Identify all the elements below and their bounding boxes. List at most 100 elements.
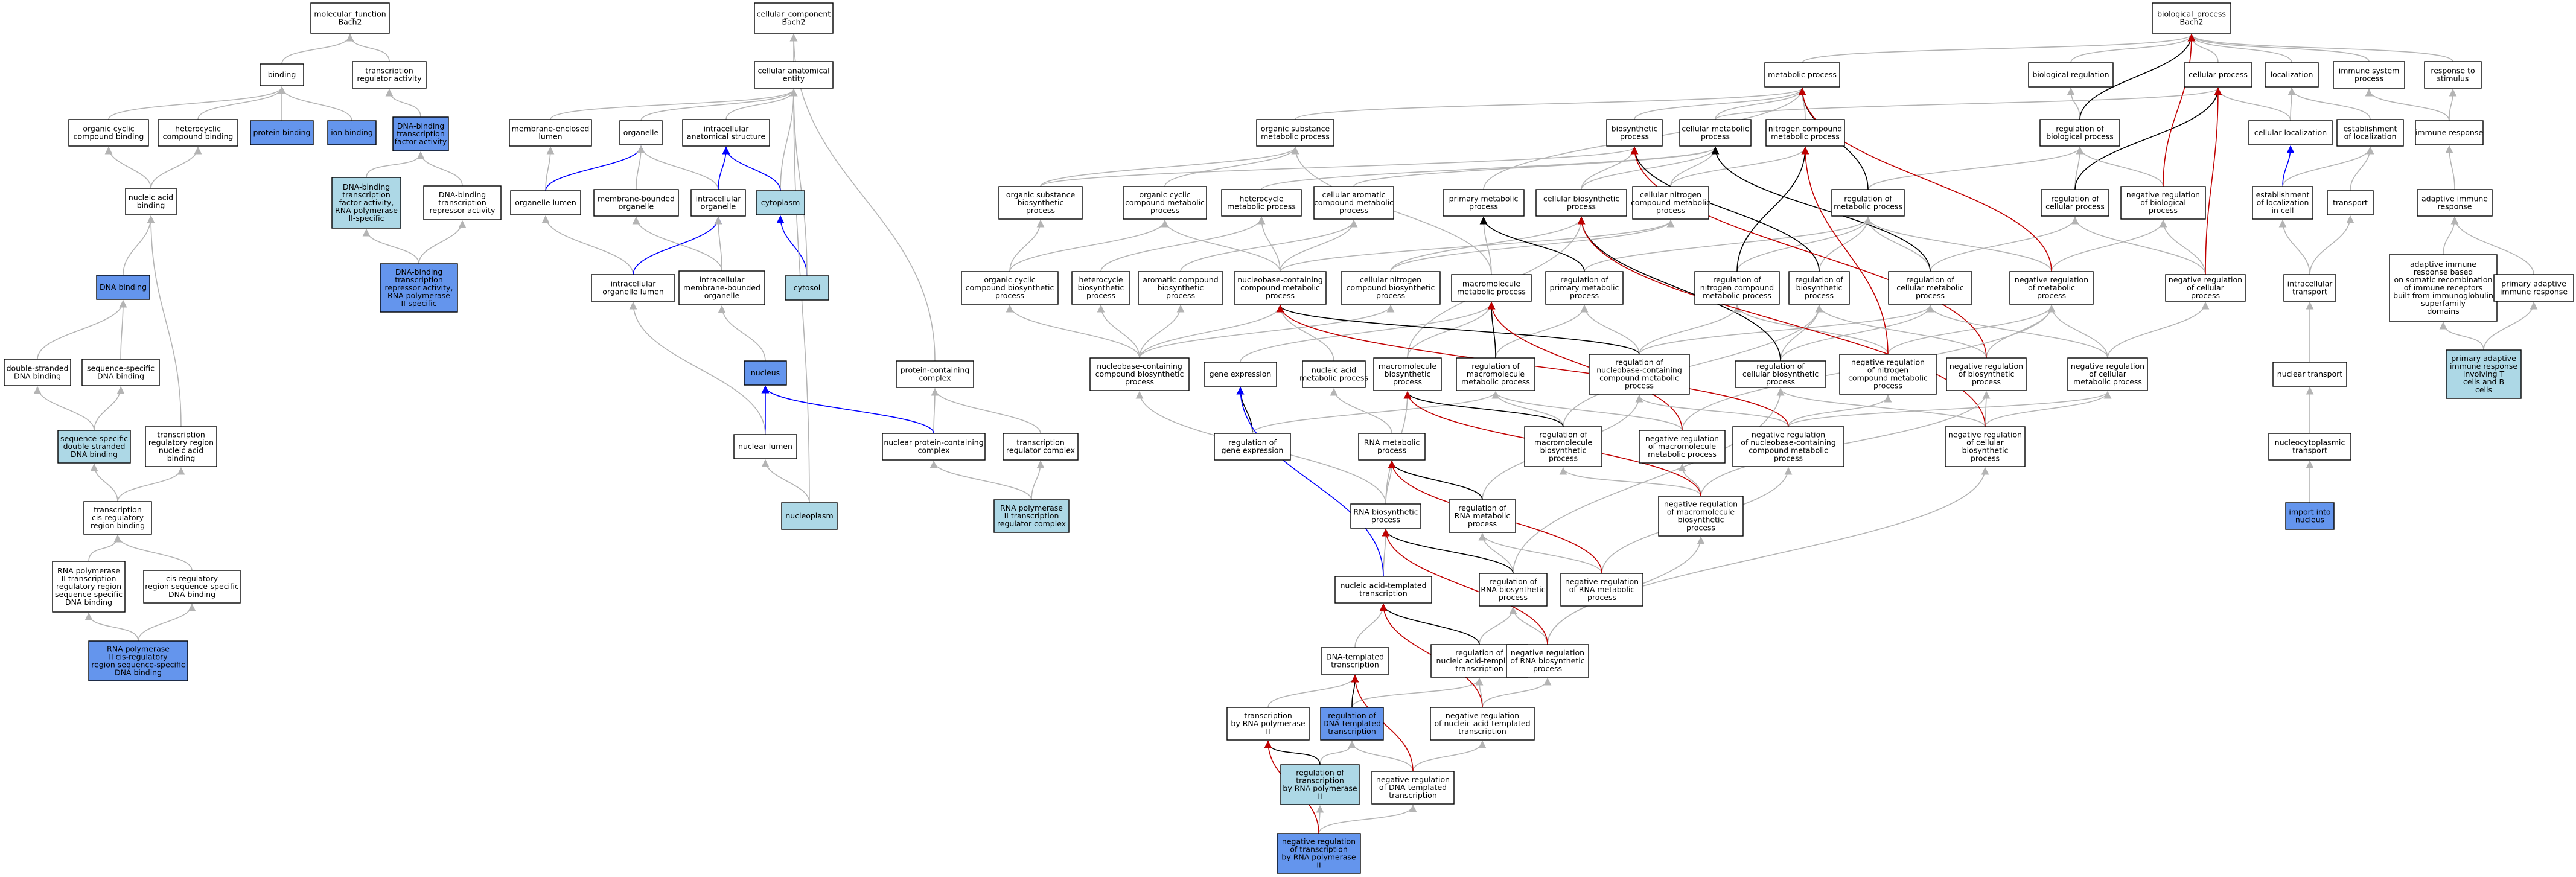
- node-npl[interactable]: nucleoplasm: [781, 502, 838, 530]
- node-trans[interactable]: transport: [2327, 190, 2374, 215]
- node-cyto[interactable]: cytoplasm: [756, 190, 805, 215]
- node-ge[interactable]: gene expression: [1204, 362, 1277, 387]
- node-dnab[interactable]: DNA binding: [96, 275, 150, 300]
- node-orgl[interactable]: organelle lumen: [510, 190, 581, 215]
- node-org[interactable]: organelle: [619, 120, 663, 145]
- node-cp[interactable]: cellular process: [2184, 62, 2252, 88]
- node-bind[interactable]: binding: [260, 63, 304, 86]
- node-nl[interactable]: nuclear lumen: [733, 434, 797, 459]
- node-mp[interactable]: metabolic process: [1764, 62, 1840, 88]
- node-breg[interactable]: biological regulation: [2028, 62, 2114, 88]
- node-cl[interactable]: cellular localization: [2248, 120, 2333, 145]
- node-ionb[interactable]: ion binding: [327, 120, 377, 145]
- node-rnbcmp[interactable]: regulation ofnucleobase-containingcompou…: [1589, 354, 1690, 395]
- node-nt[interactable]: nuclear transport: [2272, 362, 2347, 387]
- node-ir[interactable]: immune response: [2415, 120, 2484, 145]
- node-cytosol[interactable]: cytosol: [785, 275, 829, 301]
- node-nuc[interactable]: nucleus: [744, 360, 787, 386]
- node-protb[interactable]: protein binding: [250, 120, 314, 145]
